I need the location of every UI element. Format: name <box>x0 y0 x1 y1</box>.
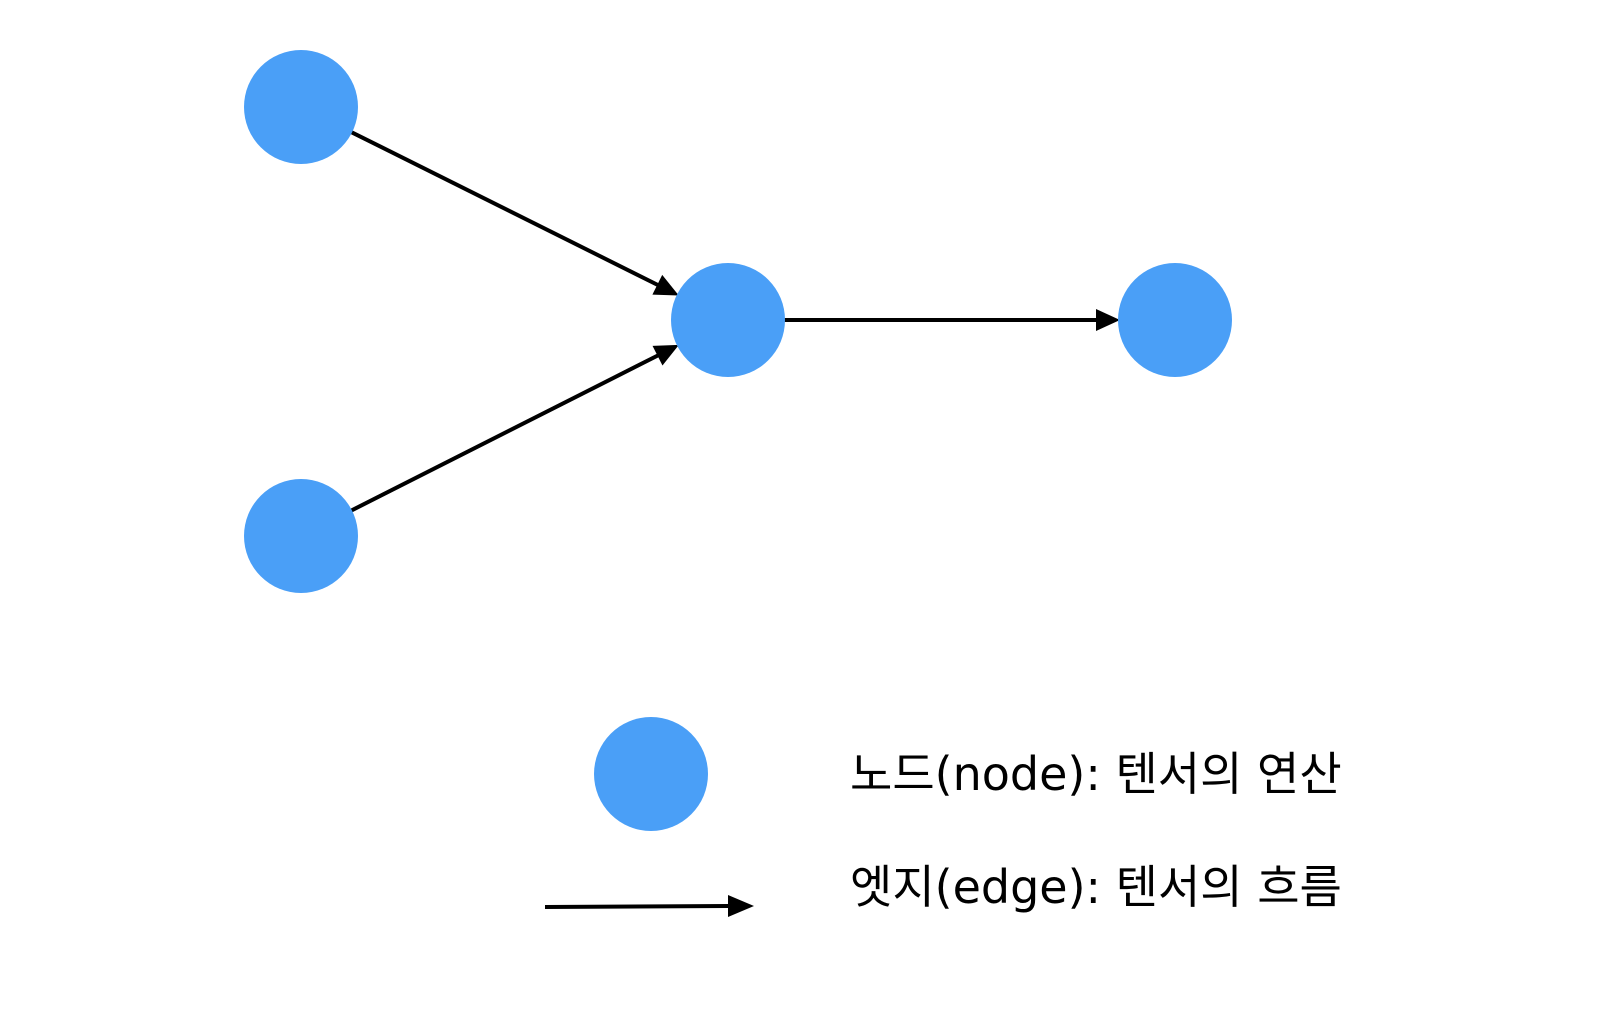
edge-input-bottom-to-middle <box>347 352 661 514</box>
legend-edge-arrowhead <box>728 895 754 917</box>
edge-arrowhead-input-bottom-to-middle <box>652 344 679 366</box>
legend-node-symbol <box>594 717 708 831</box>
node-input-bottom <box>244 479 358 593</box>
legend-edge-label: 엣지(edge): 텐서의 흐름 <box>850 860 1342 914</box>
node-output <box>1118 263 1232 377</box>
legend: 노드(node): 텐서의 연산 엣지(edge): 텐서의 흐름 <box>544 717 1342 917</box>
edges-layer <box>347 128 1120 514</box>
edge-arrowhead-middle-to-output <box>1096 309 1120 331</box>
node-input-top <box>244 50 358 164</box>
legend-edge-symbol <box>544 904 729 909</box>
edge-input-top-to-middle <box>347 128 660 288</box>
legend-node-label: 노드(node): 텐서의 연산 <box>850 747 1342 801</box>
nodes-layer <box>244 50 1232 593</box>
node-middle <box>671 263 785 377</box>
edge-arrowhead-input-top-to-middle <box>652 274 679 296</box>
